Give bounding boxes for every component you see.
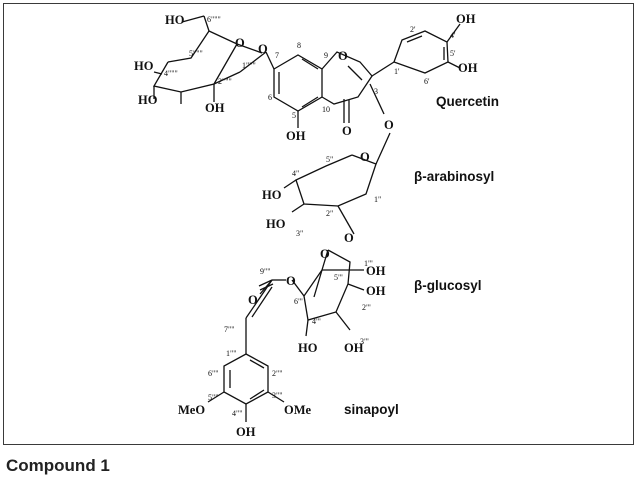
atom-o-link-7: O xyxy=(258,42,268,56)
label-sinapoyl: sinapoyl xyxy=(344,402,399,417)
num-6s: 6"" xyxy=(208,369,219,378)
num-4p: 4' xyxy=(450,31,456,40)
atom-ho-4g: HO xyxy=(134,59,154,73)
atom-oh-gl-4: OH xyxy=(366,284,386,298)
atom-o-ester: O xyxy=(286,274,296,288)
num-1p: 1' xyxy=(394,67,400,76)
num-5g: 5""" xyxy=(189,49,203,58)
num-4s: 4"" xyxy=(232,409,243,418)
atom-o-carbonyl: O xyxy=(248,293,258,307)
atom-oh-gl-2: OH xyxy=(344,341,364,355)
atom-o-ring-gl: O xyxy=(320,247,330,261)
num-1gl: 1"' xyxy=(364,259,373,268)
atom-labels: HO HO HO OH O O O OH OH OH O O O HO HO O… xyxy=(134,12,478,439)
num-4a: 4" xyxy=(292,169,299,178)
atom-ho-3g: HO xyxy=(138,93,158,107)
atom-o-link-3: O xyxy=(384,118,394,132)
structure-diagram: HO HO HO OH O O O OH OH OH O O O HO HO O… xyxy=(134,12,499,439)
bond-lines xyxy=(152,15,461,422)
atom-o-ring-a: O xyxy=(360,150,370,164)
label-quercetin: Quercetin xyxy=(436,94,499,109)
atom-o-ring-g: O xyxy=(235,36,245,50)
num-6p: 6' xyxy=(424,77,430,86)
atom-oh-4p: OH xyxy=(456,12,476,26)
atom-oh-gl-1: OH xyxy=(366,264,386,278)
atom-meo: MeO xyxy=(178,403,205,417)
atom-oh-5p: OH xyxy=(458,61,478,75)
atom-ho-gl-3: HO xyxy=(298,341,318,355)
num-1s: 1"" xyxy=(226,349,237,358)
num-9: 9 xyxy=(324,51,328,60)
num-6g: 6""" xyxy=(207,15,221,24)
label-arabinosyl: β-arabinosyl xyxy=(414,169,494,184)
num-9s: 9"" xyxy=(260,267,271,276)
num-8: 8 xyxy=(297,41,301,50)
num-5pp: 5' xyxy=(450,49,456,58)
num-2a: 2" xyxy=(326,209,333,218)
num-5s: 5"" xyxy=(208,393,219,402)
atom-o-ring-c: O xyxy=(338,49,348,63)
atom-ome: OMe xyxy=(284,403,312,417)
num-3s: 3"" xyxy=(272,391,283,400)
num-3: 3 xyxy=(374,87,378,96)
diagram-frame: HO HO HO OH O O O OH OH OH O O O HO HO O… xyxy=(3,3,634,445)
num-6: 6 xyxy=(268,93,272,102)
num-2s: 2"" xyxy=(272,369,283,378)
num-2gl: 2"' xyxy=(362,303,371,312)
num-10: 10 xyxy=(322,105,330,114)
num-4gl: 4"' xyxy=(312,317,321,326)
atom-o-link-2a: O xyxy=(344,231,354,245)
num-2g: 2""" xyxy=(218,77,232,86)
atom-o-4: O xyxy=(342,124,352,138)
num-1g: 1""" xyxy=(242,61,256,70)
num-2p: 2' xyxy=(410,25,416,34)
label-glucosyl: β-glucosyl xyxy=(414,278,482,293)
atom-oh-s: OH xyxy=(236,425,256,439)
num-6gl: 6"' xyxy=(294,297,303,306)
num-5a: 5" xyxy=(326,155,333,164)
num-3gl: 3"' xyxy=(360,337,369,346)
atom-ho-3a: HO xyxy=(266,217,286,231)
figure-caption: Compound 1 xyxy=(6,456,110,475)
atom-ho-4a: HO xyxy=(262,188,282,202)
num-5: 5 xyxy=(292,111,296,120)
num-5gl: 5"' xyxy=(334,273,343,282)
num-7: 7 xyxy=(275,51,279,60)
num-3a: 3" xyxy=(296,229,303,238)
num-7s: 7"" xyxy=(224,325,235,334)
atom-ho-6g: HO xyxy=(165,13,185,27)
num-1a: 1" xyxy=(374,195,381,204)
group-labels: Quercetin β-arabinosyl β-glucosyl sinapo… xyxy=(344,94,499,417)
atom-oh-5: OH xyxy=(286,129,306,143)
atom-oh-2g: OH xyxy=(205,101,225,115)
num-4g: 4""" xyxy=(164,69,178,78)
position-numbers: 6""" 5""" 4""" 2""" 1""" 7 8 9 6 5 10 3 … xyxy=(164,15,456,418)
